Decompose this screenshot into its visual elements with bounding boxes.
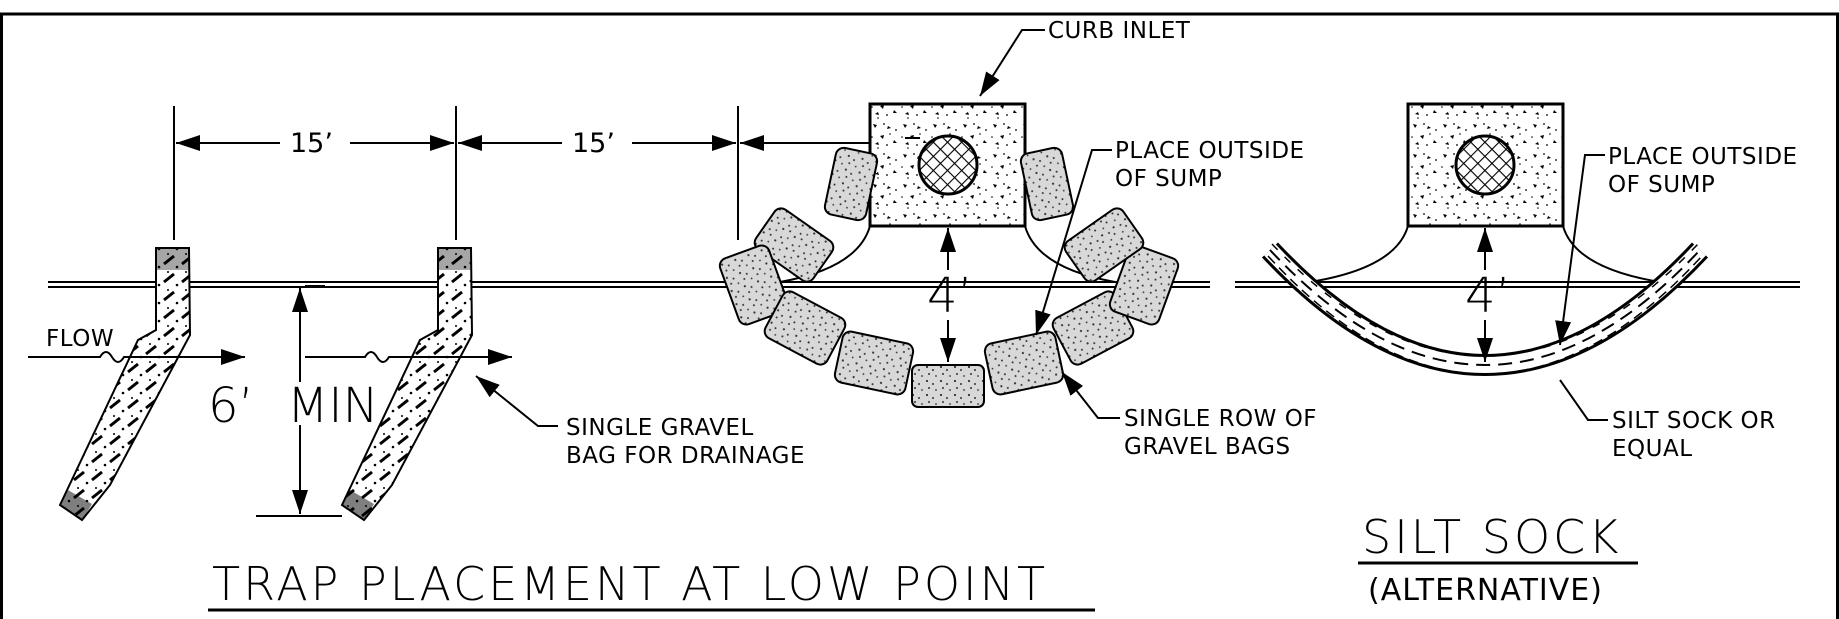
silt-sock-inlet-box [1406,102,1565,228]
dim-6: 6’ [208,378,254,434]
single-gravel-label-2: BAG FOR DRAINAGE [566,443,805,469]
silt-sock [1261,242,1709,376]
place-outside-label-1: PLACE OUTSIDE [1115,138,1305,164]
dim-4-sock: 4’ [1465,268,1511,324]
gravel-bag-trap-1 [58,247,192,522]
of-sump-label-2: OF SUMP [1608,172,1715,198]
single-row-label-1: SINGLE ROW OF [1124,406,1317,432]
title-trap-placement: TRAP PLACEMENT AT LOW POINT [212,557,1048,611]
single-gravel-label-1: SINGLE GRAVEL [566,415,754,441]
dim-min: MIN [287,378,378,434]
silt-sock-label-1: SILT SOCK OR [1612,408,1776,434]
dim-15-left: 15’ [290,128,333,159]
sheet-frame [0,12,1839,619]
dim-15-right: 15’ [572,128,615,159]
curb-inlet-box [868,102,1027,228]
of-sump-label-1: OF SUMP [1115,166,1222,192]
title-silt-sock: SILT SOCK [1362,510,1621,564]
silt-sock-label-2: EQUAL [1612,436,1693,462]
flow-label: FLOW [46,326,114,352]
subtitle-alternative: (ALTERNATIVE) [1368,573,1603,608]
dim-4-inlet: 4’ [927,268,973,324]
single-row-label-2: GRAVEL BAGS [1124,434,1291,460]
gravel-bag-ring [718,146,1180,408]
curb-inlet-label: CURB INLET [1048,18,1191,44]
gravel-bag-trap-2 [340,247,474,522]
place-outside-label-2: PLACE OUTSIDE [1608,144,1798,170]
